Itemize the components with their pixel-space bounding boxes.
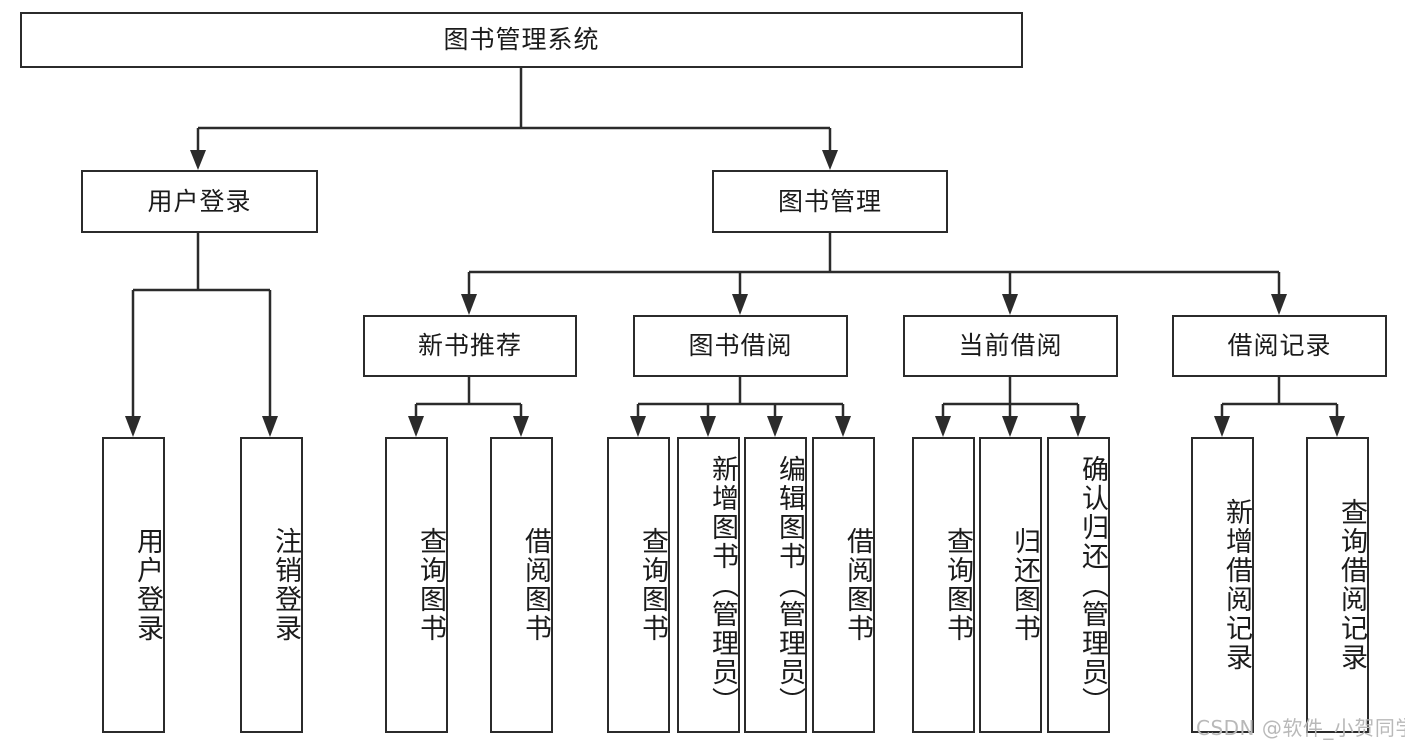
node-book-borrow[interactable]: 图书借阅	[633, 315, 848, 377]
node-label: 编辑图书（管理员）	[774, 454, 805, 716]
node-label: 注销登录	[270, 527, 301, 643]
leaf-user-login-login[interactable]: 用户登录	[102, 437, 165, 733]
arrowhead-bookborrow-leaf-1	[630, 416, 646, 437]
node-label: 查询图书	[942, 527, 973, 643]
arrowhead-borrowrecord-leaf-1	[1214, 416, 1230, 437]
leaf-current-borrow-return-book[interactable]: 归还图书	[979, 437, 1042, 733]
arrowhead-currentborrow-leaf-3	[1070, 416, 1086, 437]
leaf-book-borrow-edit-book-admin[interactable]: 编辑图书（管理员）	[744, 437, 807, 733]
leaf-new-book-query-book[interactable]: 查询图书	[385, 437, 448, 733]
node-label: 查询图书	[637, 527, 668, 643]
node-borrow-record[interactable]: 借阅记录	[1172, 315, 1387, 377]
leaf-borrow-record-add-record[interactable]: 新增借阅记录	[1191, 437, 1254, 733]
node-user-login[interactable]: 用户登录	[81, 170, 318, 233]
arrowhead-bookborrow-leaf-2	[700, 416, 716, 437]
node-label: 图书借阅	[688, 331, 793, 361]
node-label: 查询图书	[415, 527, 446, 643]
leaf-new-book-borrow-book[interactable]: 借阅图书	[490, 437, 553, 733]
leaf-current-borrow-query-book[interactable]: 查询图书	[912, 437, 975, 733]
node-label: 新增图书（管理员）	[707, 454, 738, 716]
node-root-book-management-system[interactable]: 图书管理系统	[20, 12, 1023, 68]
node-label: 确认归还（管理员）	[1077, 454, 1108, 716]
node-new-book-recommend[interactable]: 新书推荐	[363, 315, 577, 377]
arrowhead-bookborrow-leaf-3	[767, 416, 783, 437]
node-label: 用户登录	[147, 186, 252, 216]
arrowhead-to-user-login	[190, 150, 206, 170]
arrowhead-currentborrow-leaf-1	[935, 416, 951, 437]
node-label: 图书管理系统	[443, 25, 600, 55]
node-label: 新书推荐	[417, 331, 522, 361]
leaf-user-login-logout[interactable]: 注销登录	[240, 437, 303, 733]
arrowhead-to-book-borrow	[732, 294, 748, 315]
arrowhead-currentborrow-leaf-2	[1002, 416, 1018, 437]
arrowhead-newbook-leaf-1	[408, 416, 424, 437]
node-label: 当前借阅	[958, 331, 1063, 361]
csdn-watermark: CSDN @软件_小贺同学	[1196, 716, 1405, 740]
node-label: 图书管理	[777, 186, 882, 216]
arrowhead-to-borrow-record	[1271, 294, 1287, 315]
node-label: 借阅图书	[842, 527, 873, 643]
leaf-book-borrow-add-book-admin[interactable]: 新增图书（管理员）	[677, 437, 740, 733]
leaf-book-borrow-query-book[interactable]: 查询图书	[607, 437, 670, 733]
arrowhead-to-book-management	[822, 150, 838, 170]
node-label: 归还图书	[1009, 527, 1040, 643]
node-label: 借阅图书	[520, 527, 551, 643]
arrowhead-to-new-book	[461, 294, 477, 315]
node-label: 用户登录	[132, 527, 163, 643]
arrowhead-login-leaf-1	[125, 416, 141, 437]
node-current-borrow[interactable]: 当前借阅	[903, 315, 1118, 377]
arrowhead-newbook-leaf-2	[513, 416, 529, 437]
node-label: 借阅记录	[1227, 331, 1332, 361]
node-label: 新增借阅记录	[1221, 498, 1252, 672]
leaf-borrow-record-query-record[interactable]: 查询借阅记录	[1306, 437, 1369, 733]
leaf-book-borrow-borrow-book[interactable]: 借阅图书	[812, 437, 875, 733]
leaf-current-borrow-confirm-return-admin[interactable]: 确认归还（管理员）	[1047, 437, 1110, 733]
node-label: 查询借阅记录	[1336, 498, 1367, 672]
arrowhead-login-leaf-2	[262, 416, 278, 437]
node-book-management[interactable]: 图书管理	[712, 170, 948, 233]
arrowhead-bookborrow-leaf-4	[835, 416, 851, 437]
arrowhead-borrowrecord-leaf-2	[1329, 416, 1345, 437]
arrowhead-to-current-borrow	[1002, 294, 1018, 315]
